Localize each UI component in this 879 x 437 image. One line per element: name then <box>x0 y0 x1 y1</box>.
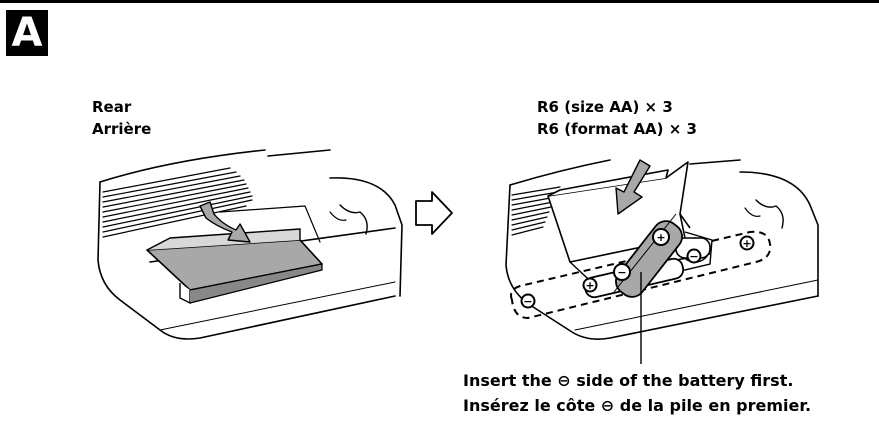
slide-down-arrow <box>199 201 251 243</box>
battery-lid-closed <box>146 228 323 305</box>
rear-label: Rear Arrière <box>92 96 151 140</box>
battery-spec-en: R6 (size AA) × 3 <box>537 98 673 116</box>
section-letter-badge: A <box>6 10 48 56</box>
left-device-illustration <box>97 149 403 340</box>
battery-being-inserted <box>613 213 683 298</box>
battery-spec-label: R6 (size AA) × 3 R6 (format AA) × 3 <box>537 96 697 140</box>
polarity-minus-left: − <box>523 295 532 308</box>
polarity-plus-inserted: + <box>656 231 665 244</box>
insert-instruction-fr: Insérez le côte ⊖ de la pile en premier. <box>463 396 812 415</box>
insert-instruction: Insert the ⊖ side of the battery first. … <box>463 368 811 418</box>
polarity-plus-right: + <box>742 237 751 250</box>
next-step-arrow <box>415 191 453 235</box>
top-rule <box>0 0 879 3</box>
polarity-minus-battery2: − <box>689 250 698 263</box>
polarity-plus-battery1: + <box>585 279 594 292</box>
battery-dashed-outline <box>510 230 772 320</box>
rear-label-en: Rear <box>92 98 132 116</box>
rear-label-fr: Arrière <box>92 120 152 138</box>
polarity-minus-inserted: − <box>617 266 626 279</box>
right-device-illustration <box>505 159 819 340</box>
insert-direction-arrow <box>615 159 651 215</box>
insert-instruction-en: Insert the ⊖ side of the battery first. <box>463 371 794 390</box>
battery-spec-fr: R6 (format AA) × 3 <box>537 120 697 138</box>
